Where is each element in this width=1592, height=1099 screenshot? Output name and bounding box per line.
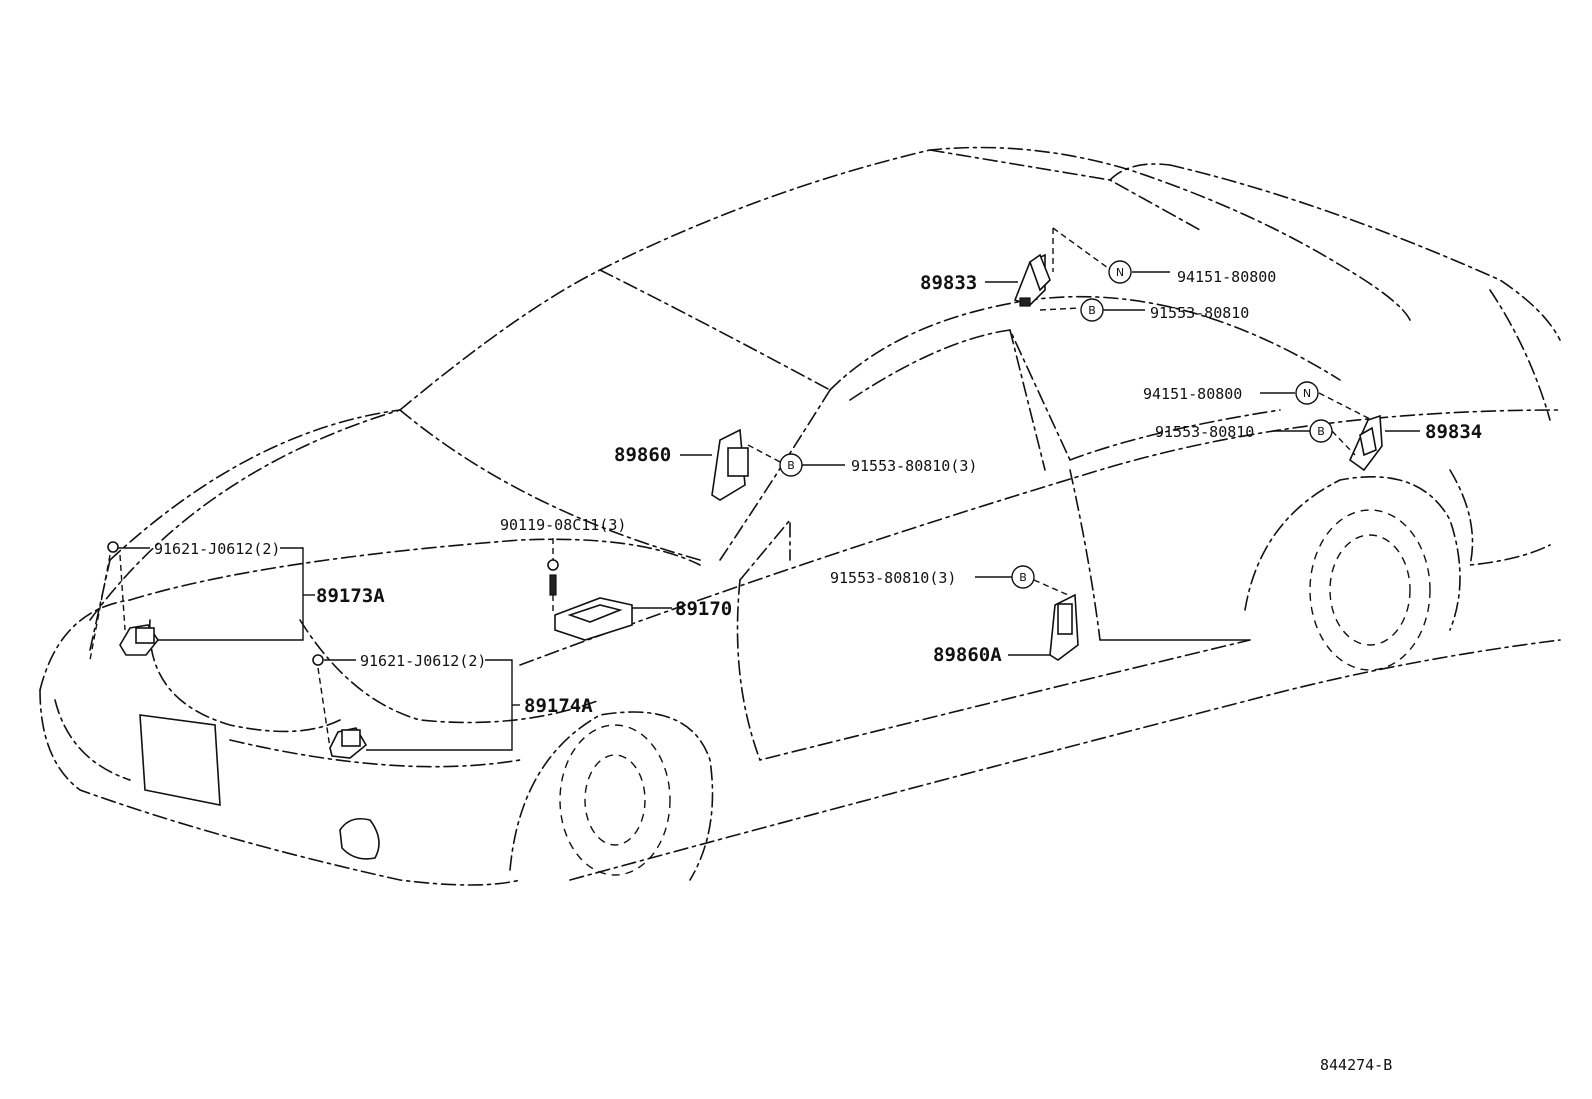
sensor-89860	[711, 428, 749, 501]
sensor-89833	[1013, 253, 1051, 307]
label-91553-80810-rear: 91553-80810	[1155, 423, 1254, 441]
label-89170: 89170	[675, 598, 732, 620]
label-94151-80800-upper: 94151-80800	[1177, 268, 1276, 286]
sensor-89860A	[1049, 593, 1079, 661]
label-94151-80800-rear: 94151-80800	[1143, 385, 1242, 403]
nut-symbol-upper: N	[1108, 260, 1132, 284]
module-89170	[547, 559, 633, 641]
label-89174A: 89174A	[524, 695, 593, 717]
label-89834: 89834	[1425, 421, 1482, 443]
car-body-outline	[39, 146, 1561, 886]
car-solid-details	[139, 639, 1250, 860]
leader-lines	[89, 227, 1420, 751]
svg-text:B: B	[1317, 425, 1325, 438]
bolt-symbol-89860: B	[779, 453, 803, 477]
label-90119-08C11-3: 90119-08C11(3)	[500, 516, 626, 534]
label-91553-80810-3-a: 91553-80810(3)	[851, 457, 977, 475]
label-89173A: 89173A	[316, 585, 385, 607]
bolt-symbol-89860A: B	[1011, 565, 1035, 589]
nut-symbol-rear: N	[1295, 381, 1319, 405]
label-91553-80810-upper: 91553-80810	[1150, 304, 1249, 322]
svg-text:N: N	[1116, 266, 1124, 279]
svg-text:B: B	[787, 459, 795, 472]
label-91553-80810-3-b: 91553-80810(3)	[830, 569, 956, 587]
bolt-symbol-upper: B	[1080, 298, 1104, 322]
svg-text:N: N	[1303, 387, 1311, 400]
sensor-89834	[1349, 414, 1383, 472]
front-wheel	[509, 711, 714, 881]
svg-text:B: B	[1019, 571, 1027, 584]
label-89860: 89860	[614, 444, 671, 466]
sensor-89173A	[107, 541, 159, 656]
label-91621-J0612-2-a: 91621-J0612(2)	[154, 540, 280, 558]
rear-wheel	[1244, 476, 1461, 671]
diagram-reference-code: 844274-B	[1320, 1056, 1392, 1074]
bolt-symbol-rear: B	[1309, 419, 1333, 443]
sensor-89174A	[312, 654, 368, 759]
label-89833: 89833	[920, 272, 977, 294]
svg-text:B: B	[1088, 304, 1096, 317]
part-labels: 89833 94151-80800 91553-80810 94151-8080…	[154, 268, 1482, 1074]
label-89860A: 89860A	[933, 644, 1002, 666]
label-91621-J0612-2-b: 91621-J0612(2)	[360, 652, 486, 670]
